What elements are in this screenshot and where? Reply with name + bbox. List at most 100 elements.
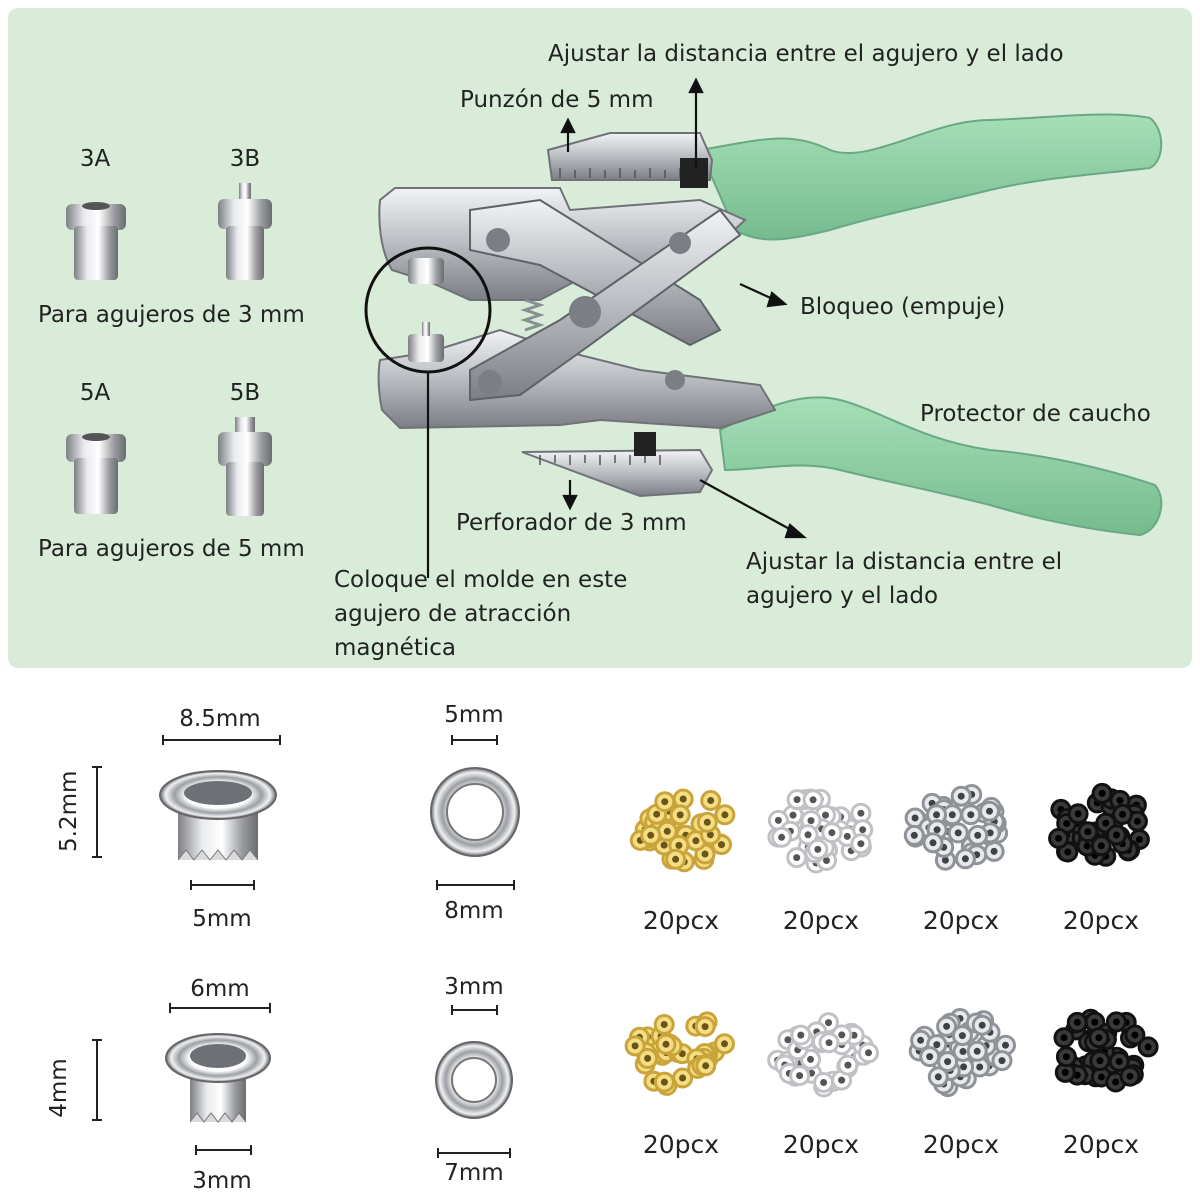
dim-washer-small-outer: 7mm [444, 1160, 504, 1186]
die-5b-icon [218, 417, 272, 516]
dim-small-width: 6mm [190, 976, 250, 1002]
eyelet-hole [911, 814, 919, 822]
pile-count: 20pcx [922, 1130, 1000, 1159]
dimension-lines [92, 735, 515, 1158]
die-3b-icon [218, 183, 272, 280]
callout-punch-3mm: Perforador de 3 mm [456, 510, 687, 536]
eyelet-hole [933, 1041, 941, 1049]
pile-count: 20pcx [1062, 906, 1140, 935]
callout-adjust-bottom-line2: agujero y el lado [746, 583, 939, 609]
eyelet-hole [844, 1061, 852, 1069]
silver-eyelet-pile-icon [903, 784, 1009, 871]
eyelet-hole [961, 855, 969, 863]
eyelet-hole [1083, 842, 1091, 850]
white-eyelet-pile-icon [767, 788, 874, 874]
eyelet-hole [1061, 1068, 1069, 1076]
eyelet-hole [1062, 1053, 1070, 1061]
pliers-icon [377, 113, 1163, 537]
eyelet-hole [1131, 1031, 1139, 1039]
eyelet-hole [647, 831, 655, 839]
eyelet-hole [954, 829, 962, 837]
eyelet-hole [957, 792, 965, 800]
eyelet-hole [807, 817, 815, 825]
eyelet-hole [660, 1078, 668, 1086]
eyelet-hole [675, 841, 683, 849]
eyelet-hole [825, 1019, 832, 1027]
eyelet-hole [778, 833, 786, 841]
eyelet-hole [1144, 1043, 1152, 1051]
eyelet-hole [793, 796, 801, 804]
eyelet-hole [960, 1063, 968, 1071]
eyelet-hole [1112, 831, 1120, 839]
eyelet-hole [1096, 1057, 1104, 1065]
eyelet-hole [1084, 828, 1092, 836]
eyelet-hole [1060, 1034, 1068, 1042]
eyelet-hole [663, 827, 671, 835]
die-3a-icon [66, 202, 126, 280]
eyelet-hole [948, 811, 956, 819]
eyelet-hole [934, 1073, 942, 1081]
eyelet-hole [807, 1055, 814, 1063]
eyelet-hole [1133, 817, 1141, 825]
callout-punch-5mm: Punzón de 5 mm [460, 87, 654, 113]
eyelet-hole [701, 1023, 709, 1031]
eyelet-hole [660, 1021, 668, 1028]
eyelet-hole [692, 837, 700, 845]
eyelet-hole [1097, 842, 1105, 850]
callout-magnet-line2: agujero de atracción [334, 601, 572, 627]
eyelet-hole [990, 847, 998, 855]
eyelet-hole [1098, 789, 1106, 797]
eyelet-hole [857, 809, 865, 817]
silver-eyelet-pile-icon [908, 1008, 1016, 1098]
eyelet-hole [703, 818, 711, 826]
eyelet-hole [653, 810, 661, 818]
gold-eyelet-pile-icon [629, 788, 736, 873]
gold-eyelet-pile-icon [624, 1011, 735, 1096]
black-eyelet-pile-icon [1048, 782, 1150, 867]
eyelet-hole [933, 811, 940, 819]
callout-adjust-top: Ajustar la distancia entre el agujero y … [548, 41, 1064, 67]
dim-washer-small-inner: 3mm [444, 974, 504, 1000]
dim-large-height: 5.2mm [56, 770, 82, 852]
dim-small-inner: 3mm [192, 1168, 252, 1194]
eyelet-large-icon [159, 770, 277, 861]
callout-magnet-line3: magnética [334, 635, 456, 661]
eyelet-piles [624, 782, 1159, 1098]
eyelet-hole [796, 1072, 804, 1080]
washer-small-icon [435, 1041, 513, 1119]
callout-rubber: Protector de caucho [920, 401, 1151, 427]
pile-count: 20pcx [642, 906, 720, 935]
eyelet-hole [926, 1053, 934, 1061]
eyelet-hole [998, 1057, 1006, 1065]
eyelet-hole [702, 1062, 710, 1070]
eyelet-hole [929, 839, 937, 847]
eyelet-hole [958, 1032, 966, 1040]
eyelet-hole [1002, 1041, 1009, 1049]
eyelet-hole [865, 1049, 872, 1057]
pile-count: 20pcx [642, 1130, 720, 1159]
eyelet-hole [843, 832, 851, 840]
die-caption-3mm: Para agujeros de 3 mm [38, 302, 305, 328]
pile-count: 20pcx [922, 906, 1000, 935]
eyelet-hole [644, 1054, 652, 1062]
eyelet-hole [784, 1036, 792, 1044]
eyelet-hole [1063, 820, 1071, 827]
callout-adjust-bottom-line1: Ajustar la distancia entre el [746, 549, 1063, 575]
eyelet-hole [718, 841, 725, 849]
callout-magnet-line1: Coloque el molde en este [334, 567, 628, 593]
eyelet-hole [1055, 834, 1063, 842]
eyelet-hole [631, 1042, 639, 1050]
eyelet-hole [850, 1031, 858, 1039]
eyelet-hole [1115, 1058, 1123, 1065]
eyelet-hole [706, 831, 714, 839]
washer-large-icon [430, 767, 520, 857]
eyelet-hole [1091, 1018, 1099, 1026]
eyelet-hole [676, 811, 684, 819]
eyelet-hole [809, 796, 817, 804]
die-label-5a: 5A [79, 380, 111, 406]
eyelet-hole [838, 1031, 846, 1039]
eyelet-hole [701, 850, 709, 858]
dim-washer-large-inner: 5mm [444, 702, 504, 728]
eyelet-hole [789, 811, 797, 819]
